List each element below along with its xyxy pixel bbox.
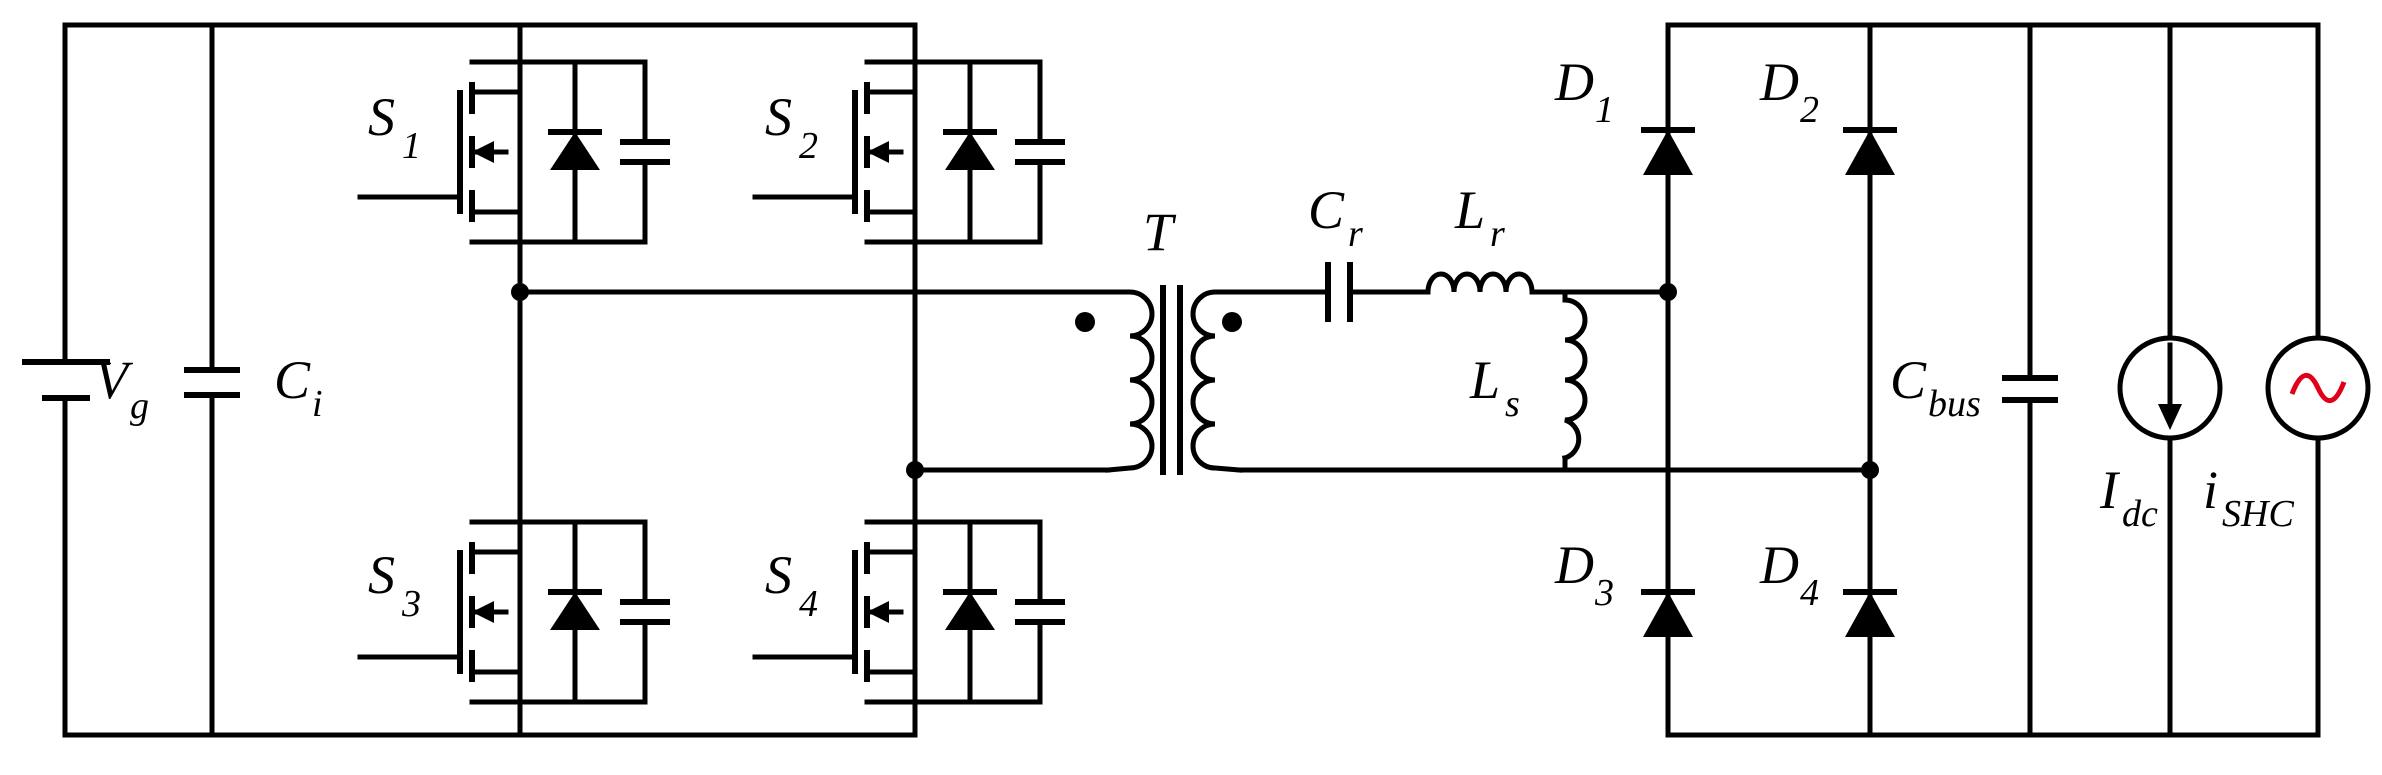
svg-text:C: C — [274, 350, 311, 410]
svg-text:S: S — [368, 87, 395, 147]
capacitor-cbus-icon — [2002, 375, 2058, 403]
idc-label: I dc — [2099, 460, 2158, 535]
svg-text:i: i — [2203, 460, 2218, 520]
svg-text:1: 1 — [402, 125, 421, 167]
capacitor-cr-icon — [1325, 262, 1353, 322]
svg-text:g: g — [130, 385, 149, 427]
diode-d4 — [1843, 592, 1897, 637]
svg-text:S: S — [765, 545, 792, 605]
ci-label: C i — [274, 350, 323, 425]
battery-symbol-icon — [22, 359, 110, 401]
svg-text:D: D — [1554, 535, 1594, 595]
svg-text:4: 4 — [1800, 572, 1819, 614]
t-label: T — [1143, 202, 1177, 262]
svg-text:4: 4 — [799, 583, 818, 625]
ishc-label: i SHC — [2203, 460, 2294, 535]
svg-text:D: D — [1554, 52, 1594, 112]
svg-text:S: S — [368, 545, 395, 605]
current-source-icon — [2117, 335, 2223, 441]
s1-label: S 1 — [368, 87, 421, 167]
inductor-ls-icon — [1561, 297, 1588, 462]
svg-text:r: r — [1490, 213, 1505, 255]
svg-text:r: r — [1348, 213, 1363, 255]
svg-text:2: 2 — [799, 125, 818, 167]
svg-text:L: L — [1469, 350, 1500, 410]
svg-text:D: D — [1759, 52, 1799, 112]
lr-label: L r — [1454, 180, 1505, 255]
ac-voltage-source-icon — [2265, 335, 2371, 441]
svg-text:bus: bus — [1928, 383, 1981, 425]
ls-label: L s — [1469, 350, 1520, 425]
transformer-icon — [1075, 285, 1243, 475]
svg-text:3: 3 — [401, 583, 421, 625]
svg-text:V: V — [95, 350, 134, 410]
svg-text:S: S — [765, 87, 792, 147]
polarity-dot-secondary — [1222, 312, 1242, 332]
input-dc-bus — [62, 22, 913, 738]
svg-text:C: C — [1890, 350, 1927, 410]
diode-d3 — [1641, 592, 1695, 637]
node-dot-rect1 — [1659, 283, 1677, 301]
svg-text:1: 1 — [1595, 89, 1614, 131]
polarity-dot-primary — [1075, 312, 1095, 332]
svg-text:3: 3 — [1594, 572, 1614, 614]
svg-text:D: D — [1759, 535, 1799, 595]
node-dot-leg2 — [906, 461, 924, 479]
svg-text:L: L — [1454, 180, 1485, 240]
svg-text:i: i — [312, 383, 323, 425]
s4-label: S 4 — [765, 545, 818, 625]
cbus-label: C bus — [1890, 350, 1981, 425]
svg-text:dc: dc — [2122, 493, 2158, 535]
capacitor-ci-icon — [184, 367, 240, 398]
node-dot-rect2 — [1861, 461, 1879, 479]
s3-label: S 3 — [368, 545, 421, 625]
vg-label: V g — [95, 350, 149, 427]
d4-label: D 4 — [1759, 535, 1819, 614]
d2-label: D 2 — [1759, 52, 1819, 131]
svg-text:SHC: SHC — [2222, 493, 2294, 535]
node-dot-leg1 — [511, 283, 529, 301]
svg-text:C: C — [1308, 180, 1345, 240]
diode-d2 — [1843, 130, 1897, 175]
diode-d1 — [1641, 130, 1695, 175]
d1-label: D 1 — [1554, 52, 1614, 131]
svg-text:s: s — [1505, 383, 1520, 425]
inductor-lr-icon — [1425, 271, 1535, 295]
tank-wires — [1237, 289, 1873, 473]
svg-text:I: I — [2099, 460, 2121, 520]
s2-label: S 2 — [765, 87, 818, 167]
svg-text:2: 2 — [1800, 89, 1819, 131]
cr-label: C r — [1308, 180, 1363, 255]
d3-label: D 3 — [1554, 535, 1614, 614]
